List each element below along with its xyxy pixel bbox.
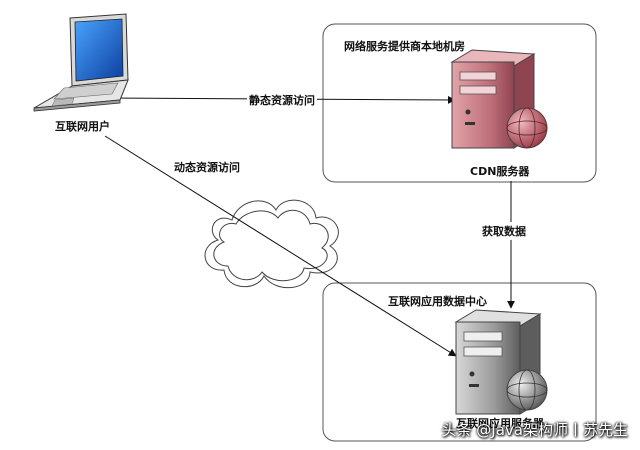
laptop-icon xyxy=(33,13,129,112)
edge-label-fetch: 获取数据 xyxy=(480,222,528,240)
watermark-text: 头条 @Java架构师丨苏先生 xyxy=(441,421,628,439)
group-label-cdn: 网络服务提供商本地机房 xyxy=(344,40,465,53)
edge-label-dynamic: 动态资源访问 xyxy=(172,159,242,175)
group-label-dc: 互联网应用数据中心 xyxy=(388,295,487,308)
app-server-icon xyxy=(454,309,548,415)
cdn-server-icon xyxy=(450,49,548,149)
node-label-cdn-server: CDN服务器 xyxy=(470,165,530,178)
node-label-app-server: 互联网应用服务器 xyxy=(456,417,544,430)
edge-dynamic xyxy=(104,135,457,357)
internet-cloud-icon xyxy=(204,199,339,289)
node-label-user: 互联网用户 xyxy=(55,120,110,133)
edge-label-static: 静态资源访问 xyxy=(247,92,317,108)
